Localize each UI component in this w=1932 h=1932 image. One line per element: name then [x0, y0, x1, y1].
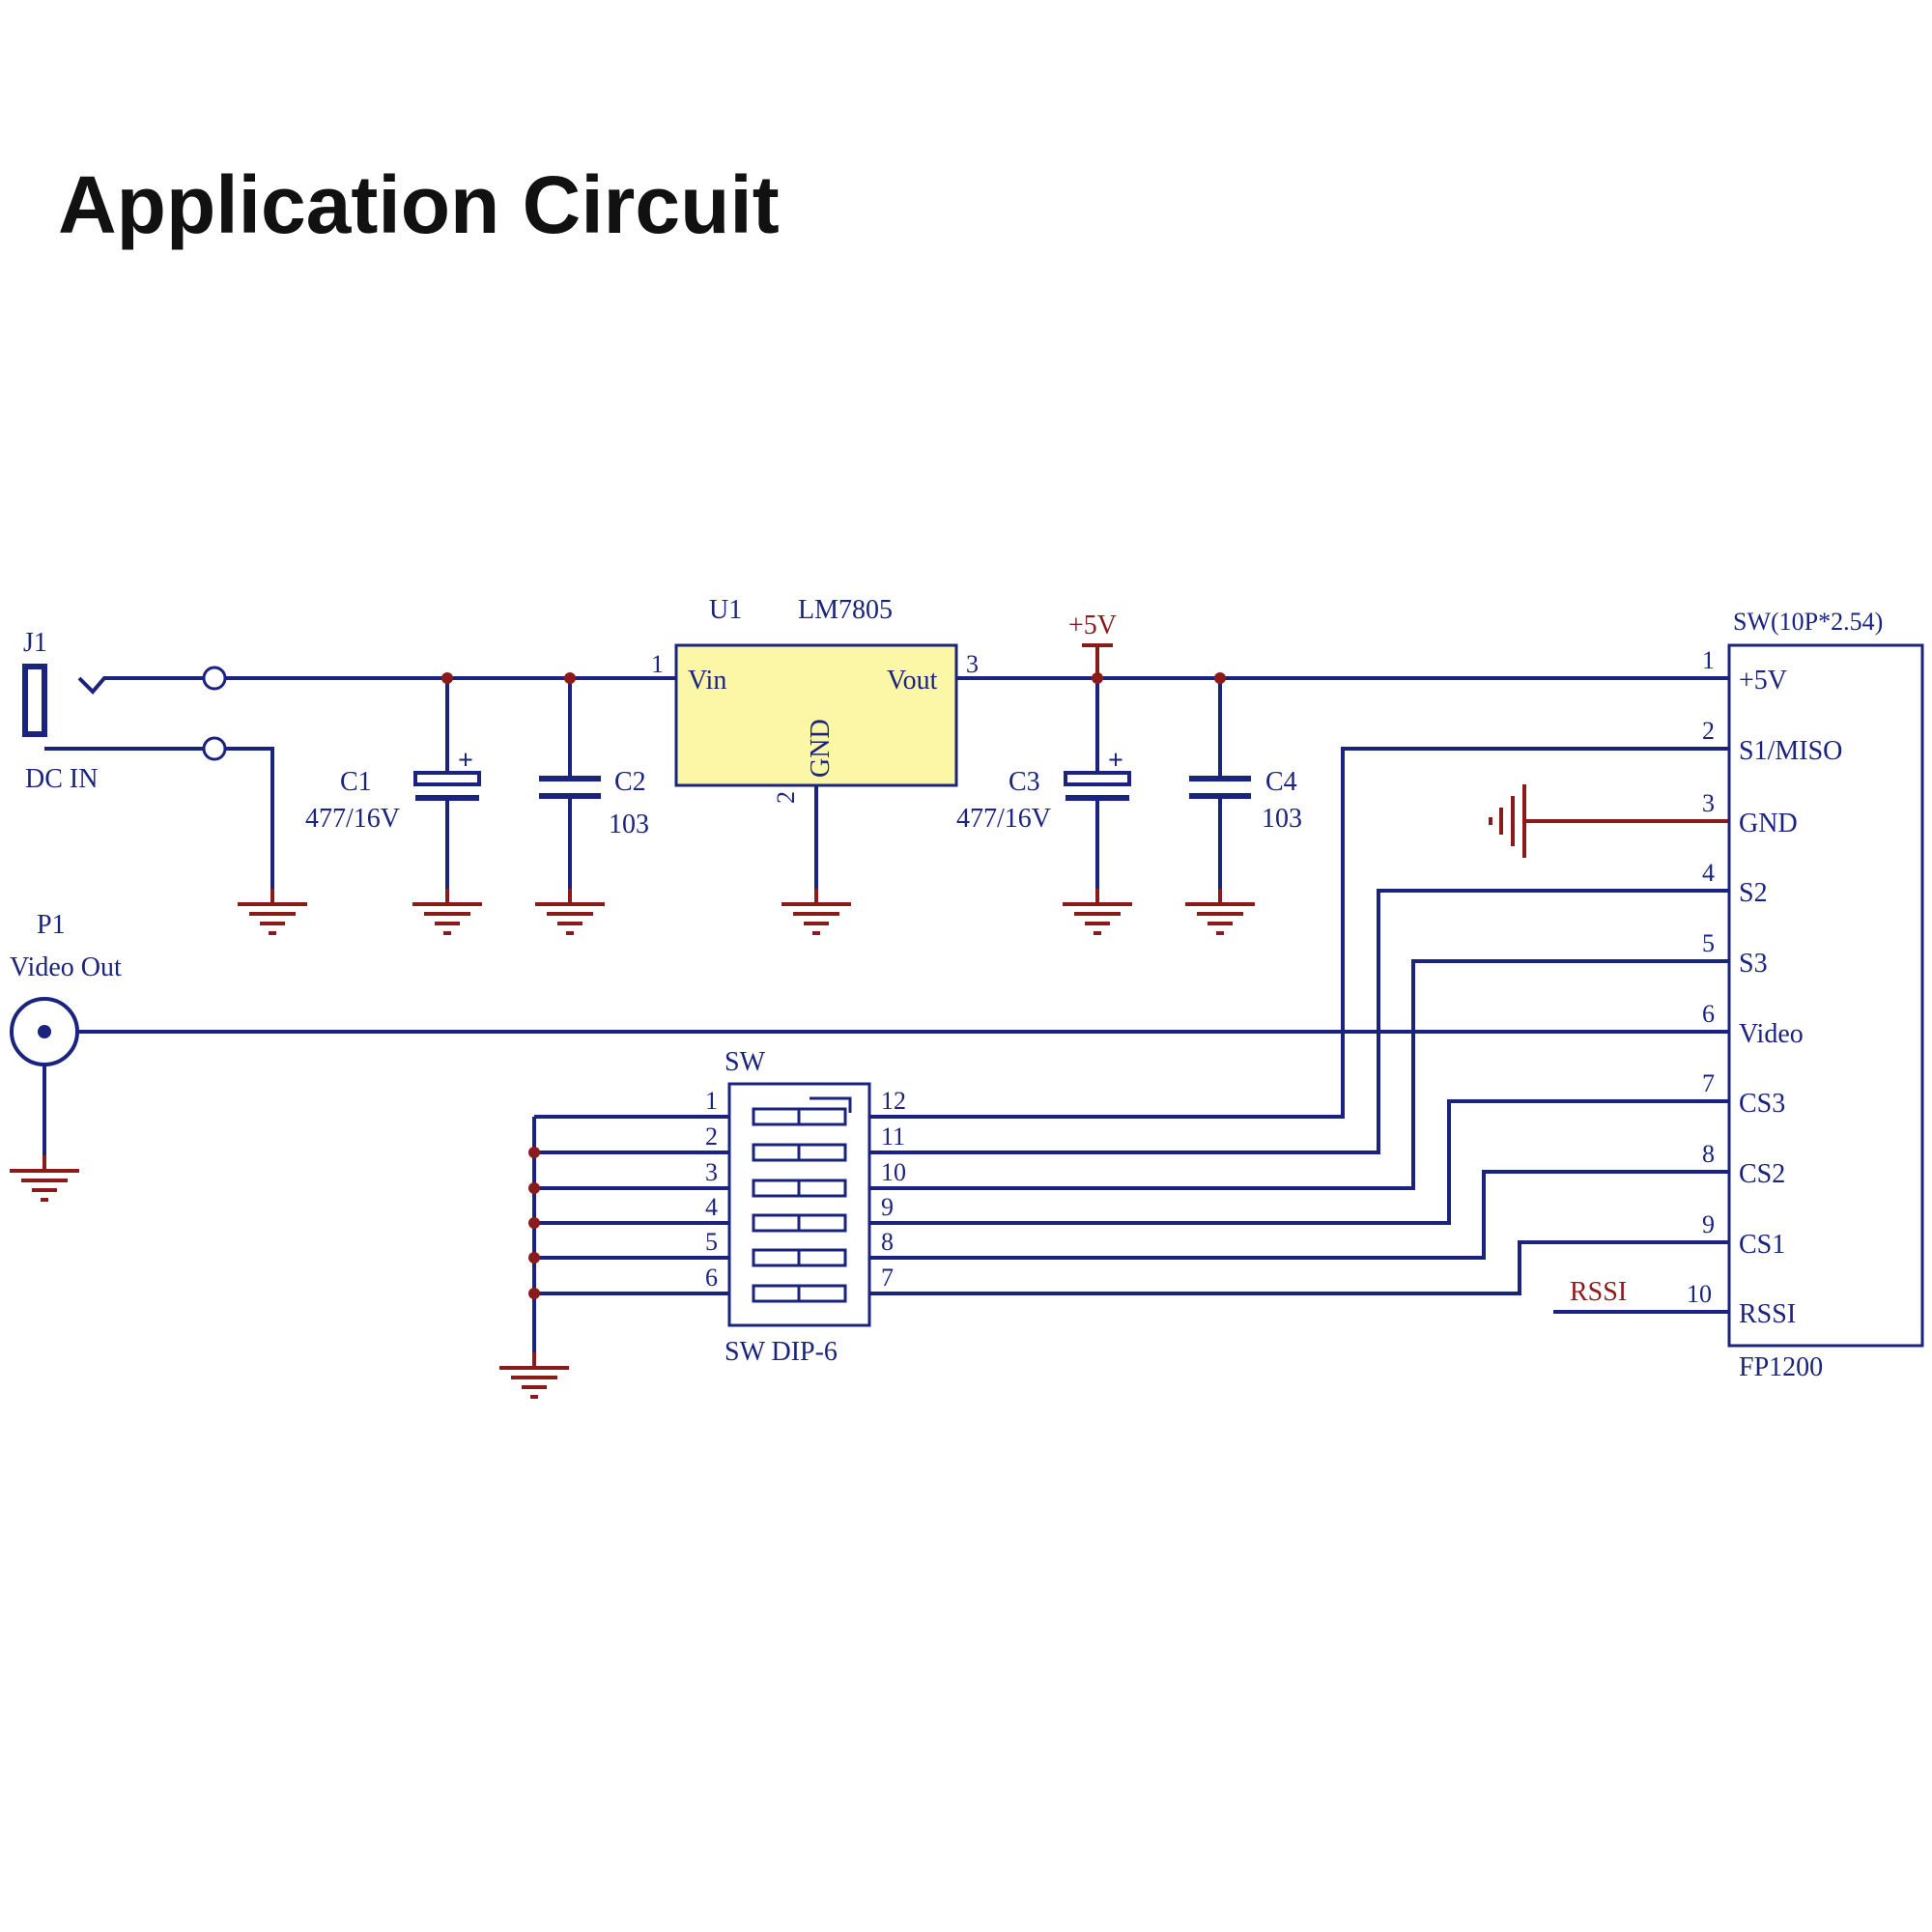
connector-header: SW(10P*2.54) — [1733, 608, 1883, 636]
u1-part: LM7805 — [798, 595, 893, 625]
junction-dot — [528, 1182, 540, 1194]
p1-label: Video Out — [10, 952, 122, 982]
c3-electrolytic-capacitor: + — [1064, 678, 1131, 889]
connector-pin-number: 6 — [1702, 1000, 1715, 1028]
connector-pin-name: GND — [1739, 809, 1798, 838]
plus5v-label: +5V — [1068, 611, 1117, 640]
p1-video-connector — [10, 997, 1729, 1155]
dip-pin-right: 11 — [881, 1122, 905, 1151]
c1-ref: C1 — [340, 767, 372, 797]
dip-pin-right: 8 — [881, 1228, 894, 1256]
dip-part: SW DIP-6 — [724, 1337, 838, 1367]
dip-pin-left: 2 — [705, 1122, 718, 1151]
junction-dot — [528, 1147, 540, 1158]
connector-pin-name: S2 — [1739, 878, 1768, 908]
dip-pin-left: 4 — [705, 1193, 718, 1221]
svg-text:+: + — [458, 746, 473, 776]
ground-icon — [236, 887, 309, 935]
u1-regulator — [674, 643, 958, 889]
u1-vin-label: Vin — [688, 666, 726, 696]
connector-pin-number: 4 — [1702, 859, 1715, 887]
connector-pin-name: RSSI — [1739, 1299, 1796, 1329]
ground-icon — [1489, 784, 1729, 858]
junction-dot — [528, 1288, 540, 1299]
u1-pin2: 2 — [772, 791, 800, 804]
c1-electrolytic-capacitor: + — [413, 678, 481, 889]
c2-capacitor — [539, 678, 601, 889]
c2-ref: C2 — [614, 767, 646, 797]
connector-pin-name: S3 — [1739, 949, 1768, 979]
c2-value: 103 — [609, 810, 649, 839]
dip-pin-left: 5 — [705, 1228, 718, 1256]
c3-ref: C3 — [1009, 767, 1040, 797]
dip-switch — [528, 1082, 871, 1352]
j1-dc-jack — [22, 664, 274, 889]
j1-label: DC IN — [25, 764, 98, 794]
rssi-net-label: RSSI — [1570, 1277, 1627, 1307]
j1-ref: J1 — [23, 628, 47, 658]
c4-ref: C4 — [1265, 767, 1297, 797]
dip-pin-left: 6 — [705, 1264, 718, 1292]
connector-pin-number: 9 — [1702, 1210, 1715, 1238]
connector-pin-number: 7 — [1702, 1069, 1715, 1097]
svg-text:+: + — [1108, 746, 1123, 776]
c4-value: 103 — [1262, 804, 1302, 834]
dip-ref: SW — [724, 1047, 766, 1077]
connector-pin-name: +5V — [1739, 666, 1787, 696]
u1-pin1: 1 — [651, 650, 664, 678]
u1-pin3: 3 — [966, 650, 979, 678]
junction-dot — [528, 1217, 540, 1229]
c1-value: 477/16V — [305, 804, 400, 834]
u1-gnd-label: GND — [806, 719, 836, 778]
dip-pin-left: 1 — [705, 1087, 718, 1115]
junction-dot — [528, 1252, 540, 1264]
connector-pin-name: Video — [1739, 1019, 1804, 1049]
connector-pin-number: 2 — [1702, 717, 1715, 745]
dip-pin-right: 7 — [881, 1264, 894, 1292]
dip-pin-left: 3 — [705, 1158, 718, 1186]
connector-pin-number: 1 — [1702, 646, 1715, 674]
connector-pin-number: 5 — [1702, 929, 1715, 957]
u1-ref: U1 — [709, 595, 742, 625]
page-title: Application Circuit — [58, 159, 780, 250]
c3-value: 477/16V — [956, 804, 1051, 834]
dip-pin-right: 12 — [881, 1087, 906, 1115]
dip-pin-right: 9 — [881, 1193, 894, 1221]
dip-to-connector-nets — [869, 747, 1729, 1295]
connector-pin-number: 10 — [1687, 1280, 1712, 1308]
connector-pin-name: CS3 — [1739, 1089, 1785, 1119]
dip-pin-right: 10 — [881, 1158, 906, 1186]
fp1200-connector — [1727, 643, 1924, 1348]
connector-pin-number: 8 — [1702, 1140, 1715, 1168]
u1-vout-label: Vout — [887, 666, 938, 696]
connector-pin-name: S1/MISO — [1739, 736, 1842, 766]
connector-part: FP1200 — [1739, 1352, 1823, 1382]
p1-ref: P1 — [37, 910, 66, 940]
connector-pin-number: 3 — [1702, 789, 1715, 817]
connector-pin-name: CS1 — [1739, 1230, 1785, 1260]
c4-capacitor — [1189, 678, 1251, 889]
connector-pin-name: CS2 — [1739, 1159, 1785, 1189]
